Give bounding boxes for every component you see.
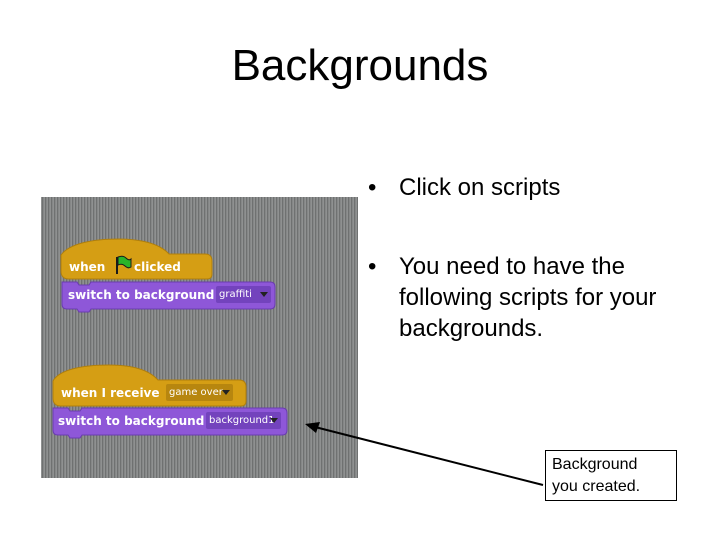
scratch-scripts-area[interactable]: when clicked switch to background graffi…: [41, 197, 358, 478]
bullet-item: • You need to have the following scripts…: [368, 251, 698, 344]
callout-box: Background you created.: [545, 450, 677, 501]
background-dropdown[interactable]: background1: [206, 412, 281, 429]
green-flag-icon[interactable]: [114, 255, 132, 275]
bullet-marker: •: [368, 253, 377, 280]
chevron-down-icon: [270, 418, 278, 423]
callout-text-line1: Background: [552, 456, 638, 473]
hat-label-when: when: [69, 260, 106, 274]
bullet-text: Click on scripts: [399, 174, 561, 201]
bullet-list: • Click on scripts • You need to have th…: [368, 172, 698, 392]
bullet-marker: •: [368, 174, 377, 201]
dropdown-value: background1: [209, 415, 275, 426]
bullet-text: You need to have the following scripts f…: [399, 253, 657, 342]
chevron-down-icon: [222, 390, 230, 395]
bullet-item: • Click on scripts: [368, 172, 698, 203]
callout-text-line2: you created.: [552, 478, 641, 495]
chevron-down-icon: [260, 292, 268, 297]
slide-title: Backgrounds: [231, 41, 489, 90]
dropdown-value: graffiti: [219, 289, 252, 300]
dropdown-value: game over: [169, 387, 223, 398]
block-label: switch to background: [58, 414, 205, 428]
hat-label-clicked: clicked: [134, 260, 181, 274]
message-dropdown[interactable]: game over: [166, 384, 233, 401]
background-dropdown[interactable]: graffiti: [216, 286, 271, 303]
block-label: switch to background: [68, 288, 215, 302]
hat-label: when I receive: [61, 386, 160, 400]
